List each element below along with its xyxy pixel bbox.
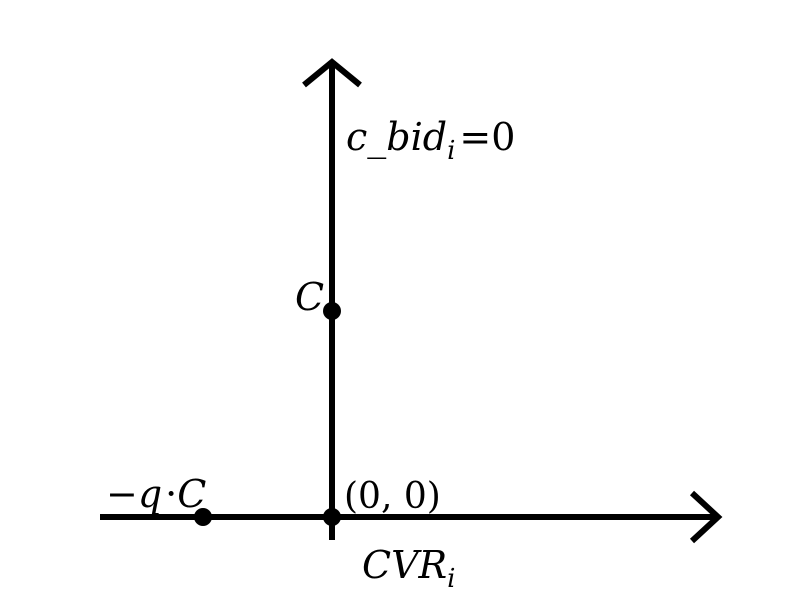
point-neg-qc-minus: − xyxy=(106,472,138,516)
x-axis-label: CVRi xyxy=(362,543,455,594)
point-neg-qc xyxy=(194,508,212,526)
y-axis-label-var: c_bid xyxy=(346,115,447,160)
point-neg-qc-q: q xyxy=(138,472,162,516)
point-c xyxy=(323,302,341,320)
origin-label: (0, 0) xyxy=(344,476,441,517)
x-axis-label-sub: i xyxy=(447,564,455,594)
y-axis-label-sub: i xyxy=(447,136,455,166)
y-axis-label: c_bidi=0 xyxy=(346,115,515,166)
point-origin xyxy=(323,508,341,526)
x-axis-label-var: CVR xyxy=(362,543,447,587)
y-axis-label-eq: =0 xyxy=(459,115,515,159)
point-c-label: C xyxy=(295,275,324,319)
x-axis-arrowhead xyxy=(689,490,723,544)
point-neg-qc-c: C xyxy=(177,472,206,516)
point-neg-qc-label: −q·C xyxy=(106,472,206,516)
y-axis-arrowhead xyxy=(302,58,362,88)
point-neg-qc-dot: · xyxy=(165,472,177,516)
